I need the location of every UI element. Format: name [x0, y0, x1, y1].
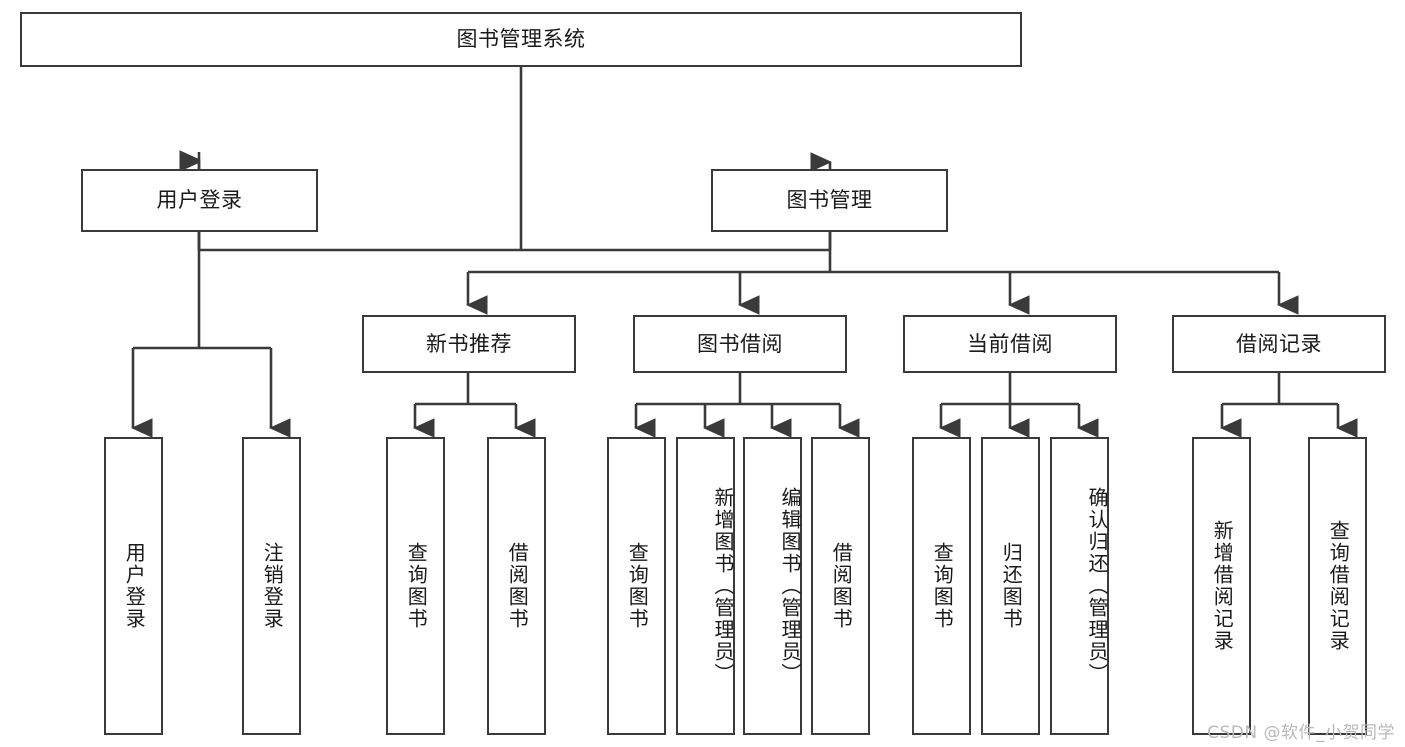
- leaf-label: 编辑图书（管理员）: [778, 487, 802, 685]
- node-borrow-record[interactable]: 借阅记录: [1172, 315, 1386, 373]
- leaf-current-query-book[interactable]: 查询图书: [912, 437, 971, 735]
- leaf-label: 确认归还（管理员）: [1085, 487, 1109, 685]
- node-new-book-recommend-label: 新书推荐: [426, 331, 512, 356]
- leaf-new-book-query[interactable]: 查询图书: [386, 437, 445, 735]
- leaf-borrow-add-book[interactable]: 新增图书（管理员）: [676, 437, 735, 735]
- node-current-borrow[interactable]: 当前借阅: [903, 315, 1117, 373]
- leaf-new-book-borrow[interactable]: 借阅图书: [487, 437, 546, 735]
- leaf-label: 借阅图书: [829, 542, 854, 630]
- leaf-borrow-edit-book[interactable]: 编辑图书（管理员）: [743, 437, 802, 735]
- leaf-label: 归还图书: [999, 542, 1024, 630]
- node-user-login[interactable]: 用户登录: [81, 169, 318, 232]
- leaf-label: 查询图书: [404, 542, 429, 630]
- leaf-label: 借阅图书: [505, 542, 530, 630]
- leaf-borrow-query-book[interactable]: 查询图书: [607, 437, 666, 735]
- leaf-user-login-login[interactable]: 用户登录: [104, 437, 163, 735]
- node-borrow-record-label: 借阅记录: [1236, 331, 1322, 356]
- node-root[interactable]: 图书管理系统: [20, 12, 1022, 67]
- node-root-label: 图书管理系统: [456, 27, 586, 52]
- node-book-management-label: 图书管理: [786, 188, 873, 213]
- leaf-label: 注销登录: [260, 542, 285, 630]
- leaf-label: 新增图书（管理员）: [711, 487, 735, 685]
- leaf-label: 新增借阅记录: [1210, 520, 1235, 652]
- leaf-label: 查询图书: [930, 542, 955, 630]
- leaf-user-login-logout[interactable]: 注销登录: [242, 437, 301, 735]
- node-book-management[interactable]: 图书管理: [711, 169, 948, 232]
- leaf-record-add[interactable]: 新增借阅记录: [1192, 437, 1251, 735]
- node-new-book-recommend[interactable]: 新书推荐: [362, 315, 576, 373]
- leaf-label: 用户登录: [122, 542, 147, 630]
- node-user-login-label: 用户登录: [156, 188, 243, 213]
- leaf-label: 查询图书: [625, 542, 650, 630]
- leaf-current-return-book[interactable]: 归还图书: [981, 437, 1040, 735]
- leaf-current-confirm-return[interactable]: 确认归还（管理员）: [1050, 437, 1109, 735]
- leaf-borrow-borrow-book[interactable]: 借阅图书: [811, 437, 870, 735]
- node-current-borrow-label: 当前借阅: [967, 331, 1053, 356]
- leaf-label: 查询借阅记录: [1326, 520, 1351, 652]
- node-book-borrow[interactable]: 图书借阅: [633, 315, 847, 373]
- node-book-borrow-label: 图书借阅: [697, 331, 783, 356]
- csdn-watermark: CSDN @软件_小贺同学: [1207, 723, 1395, 743]
- leaf-record-query[interactable]: 查询借阅记录: [1308, 437, 1367, 735]
